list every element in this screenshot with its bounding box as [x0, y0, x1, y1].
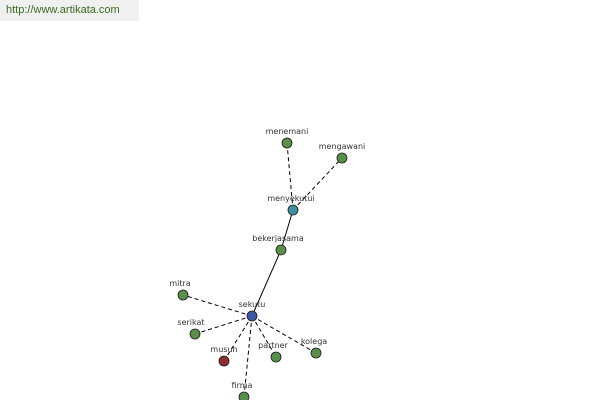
node-circle-firma[interactable] [238, 391, 250, 400]
edge-sekutu-musuh [223, 315, 253, 362]
node-serikat[interactable]: serikat [177, 318, 205, 340]
node-label-kolega[interactable]: kolega [301, 337, 327, 346]
node-label-menemani[interactable]: menemani [266, 127, 309, 136]
node-label-firma[interactable]: firma [232, 381, 253, 390]
edge-menyekutui-mengawani [292, 157, 343, 211]
node-mitra[interactable]: mitra [169, 279, 191, 301]
edge-menyekutui-menemani [286, 142, 294, 211]
edge-sekutu-bekerjasama [251, 249, 282, 317]
node-label-serikat[interactable]: serikat [177, 318, 204, 327]
node-menyekutui[interactable]: menyekutui [267, 194, 315, 216]
node-label-bekerjasama[interactable]: bekerjasama [252, 234, 304, 243]
node-label-partner[interactable]: partner [258, 341, 288, 350]
node-label-mitra[interactable]: mitra [169, 279, 190, 288]
edge-bekerjasama-menyekutui [280, 209, 294, 251]
edge-sekutu-kolega [251, 315, 317, 354]
node-firma[interactable]: firma [232, 381, 253, 400]
node-sekutu[interactable]: sekutu [239, 300, 266, 322]
node-circle-menyekutui[interactable] [287, 204, 299, 216]
node-kolega[interactable]: kolega [301, 337, 327, 359]
node-circle-mengawani[interactable] [336, 152, 348, 164]
node-circle-bekerjasama[interactable] [275, 244, 287, 256]
edge-sekutu-partner [251, 315, 277, 358]
node-circle-serikat[interactable] [189, 328, 201, 340]
node-circle-sekutu[interactable] [246, 310, 258, 322]
node-musuh[interactable]: musuh [210, 345, 238, 367]
node-label-mengawani[interactable]: mengawani [319, 142, 366, 151]
edge-sekutu-serikat [194, 315, 253, 335]
node-circle-musuh[interactable] [218, 355, 230, 367]
nodes: sekutu bekerjasama menyekutui menemani menga… [169, 127, 365, 400]
node-label-menyekutui[interactable]: menyekutui [267, 194, 314, 203]
node-circle-kolega[interactable] [310, 347, 322, 359]
node-partner[interactable]: partner [258, 341, 289, 363]
url-banner[interactable]: http://www.artikata.com [0, 0, 139, 21]
node-label-musuh[interactable]: musuh [210, 345, 237, 354]
edge-sekutu-mitra [182, 294, 253, 317]
node-circle-menemani[interactable] [281, 137, 293, 149]
node-menemani[interactable]: menemani [266, 127, 309, 149]
node-mengawani[interactable]: mengawani [319, 142, 366, 164]
node-label-sekutu[interactable]: sekutu [239, 300, 266, 309]
edges [182, 142, 343, 398]
node-bekerjasama[interactable]: bekerjasama [252, 234, 304, 256]
node-circle-partner[interactable] [270, 351, 282, 363]
node-circle-mitra[interactable] [177, 289, 189, 301]
